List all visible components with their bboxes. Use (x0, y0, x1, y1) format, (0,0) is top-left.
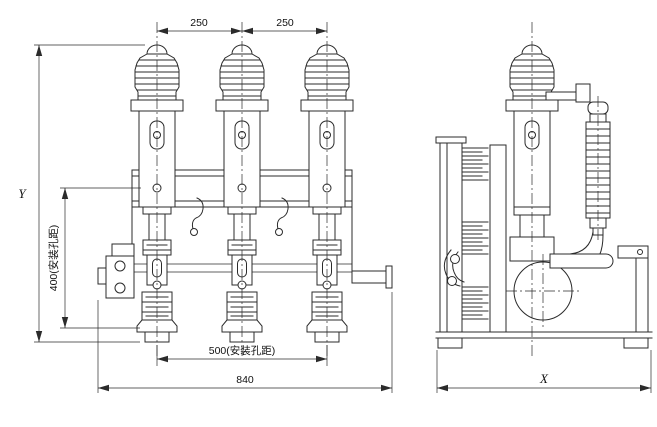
dim-840: 840 (236, 374, 254, 386)
side-base (435, 331, 653, 349)
dimension-overall-depth: X (436, 350, 652, 393)
left-operating-mechanism (97, 243, 135, 299)
side-contact-arm (549, 245, 649, 333)
side-fuse-column (569, 101, 611, 269)
dim-height-var: Y (18, 186, 27, 201)
side-top-bracket (545, 83, 591, 103)
dim-250-left: 250 (190, 17, 208, 29)
right-drive-shaft (351, 265, 393, 289)
side-support-insulators (461, 147, 489, 320)
dim-500: 500(安装孔距) (209, 344, 276, 357)
dimension-mount-holes-horizontal: 500(安装孔距) (156, 344, 328, 366)
dim-400: 400(安装孔距) (47, 225, 60, 292)
dimension-pole-pitch: 250 250 (157, 17, 327, 35)
dim-depth-var: X (539, 371, 549, 386)
side-hub (506, 254, 580, 328)
dimension-overall-height: Y (18, 44, 145, 343)
front-centerlines (156, 22, 328, 356)
side-view: X (435, 22, 653, 393)
side-centerlines (531, 22, 599, 356)
dimension-mount-holes-vertical: 400(安装孔距) (47, 187, 141, 329)
dimension-overall-width: 840 (97, 292, 393, 393)
side-operating-lever (443, 249, 465, 287)
side-mounting-plate (435, 136, 507, 333)
front-view: 250 250 Y 400(安装孔距) 500(安装孔距) (18, 17, 393, 393)
dim-250-right: 250 (276, 17, 294, 29)
side-pole (505, 44, 559, 262)
